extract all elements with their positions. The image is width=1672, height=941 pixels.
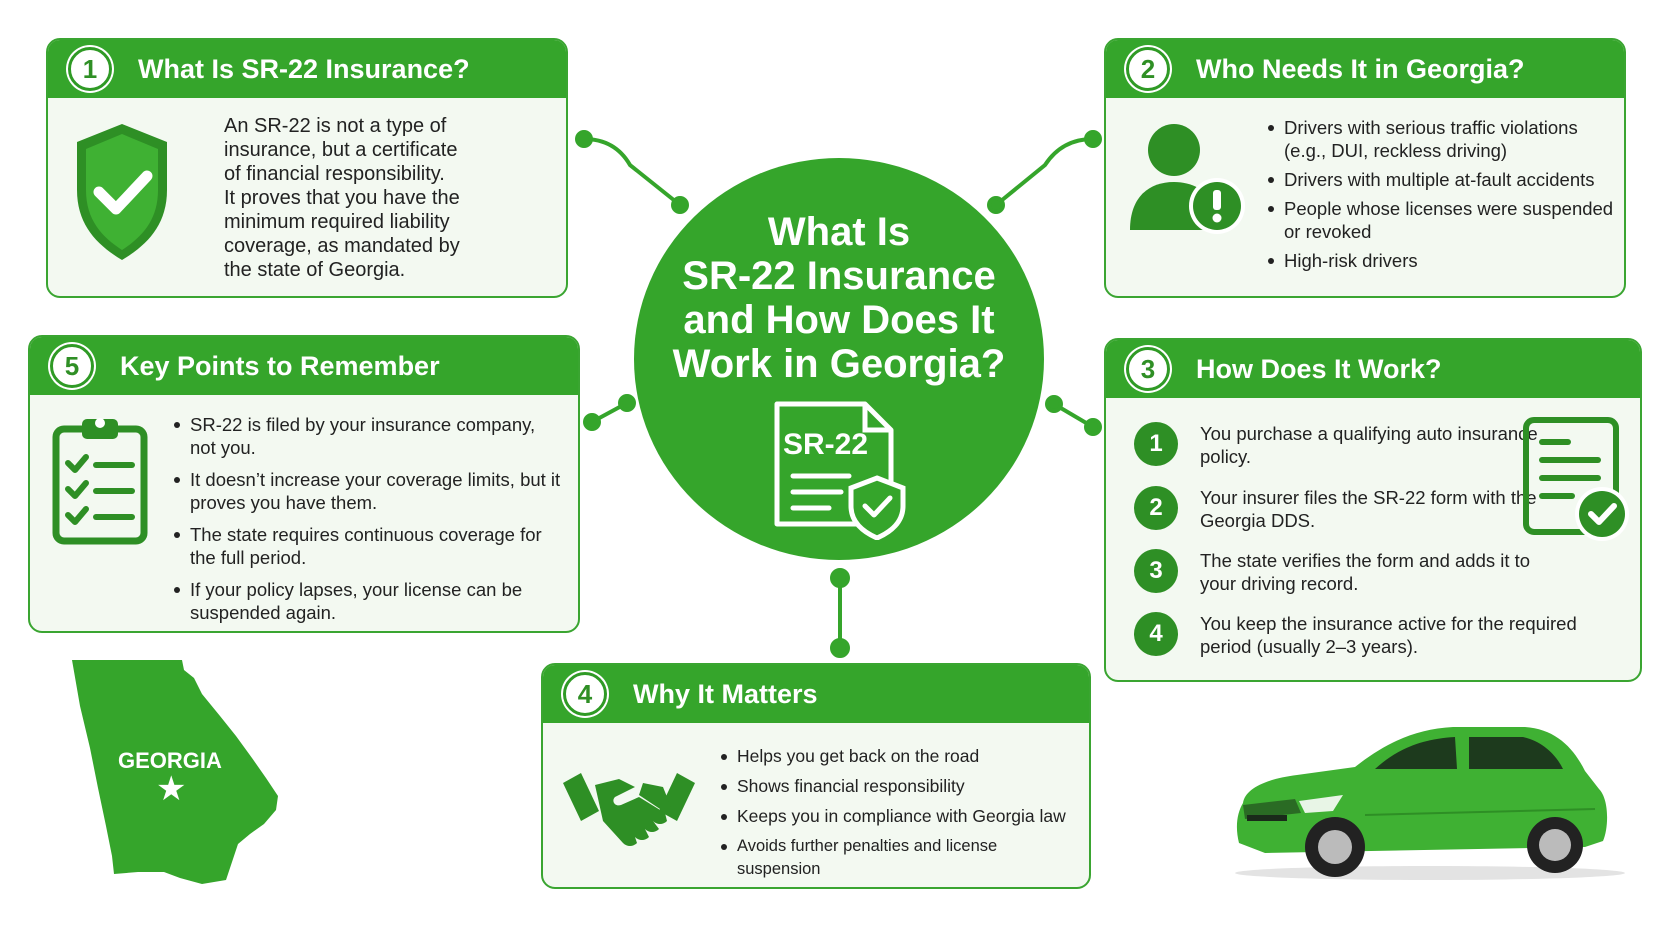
doc-label: SR-22	[783, 428, 869, 461]
list-item: SR-22 is filed by your insurance company…	[172, 413, 562, 459]
step-item: 1 You purchase a qualifying auto insuran…	[1134, 422, 1550, 468]
list-item: High-risk drivers	[1266, 249, 1616, 272]
card-title: Why It Matters	[633, 678, 818, 709]
step-text: Your insurer files the SR-22 form with t…	[1200, 487, 1537, 531]
card-who-needs-it: 2 Who Needs It in Georgia? Drivers with …	[1104, 38, 1626, 298]
step-number: 4	[1134, 612, 1178, 656]
list-item: Drivers with serious traffic violations …	[1266, 116, 1616, 162]
card-title: Who Needs It in Georgia?	[1196, 53, 1525, 84]
center-title: What Is SR-22 Insurance and How Does It …	[672, 210, 1006, 386]
card-what-is-sr22: 1 What Is SR-22 Insurance? An SR-22 is n…	[46, 38, 568, 298]
card-key-points: 5 Key Points to Remember SR-22 is filed …	[28, 335, 580, 633]
map-label: GEORGIA	[118, 748, 222, 773]
step-item: 2 Your insurer files the SR-22 form with…	[1134, 486, 1550, 532]
list-item: Keeps you in compliance with Georgia law	[719, 805, 1079, 828]
list-item: Helps you get back on the road	[719, 745, 1079, 768]
card-how-it-works: 3 How Does It Work? 1 You purchase a qua…	[1104, 338, 1642, 682]
list-item: Avoids further penalties and license sus…	[719, 835, 1079, 881]
clipboard-checklist-icon	[52, 418, 148, 545]
person-alert-icon	[1130, 124, 1245, 234]
card-header: 2 Who Needs It in Georgia?	[1106, 40, 1624, 98]
card2-bullets: Drivers with serious traffic violations …	[1266, 116, 1616, 278]
star-icon: ★	[156, 770, 187, 808]
step-number: 2	[1134, 486, 1178, 530]
step-number: 1	[1134, 422, 1178, 466]
step-item: 3 The state verifies the form and adds i…	[1134, 549, 1550, 595]
card4-bullets: Helps you get back on the road Shows fin…	[719, 745, 1079, 887]
number-badge: 3	[1126, 347, 1170, 391]
card5-bullets: SR-22 is filed by your insurance company…	[172, 413, 562, 631]
number-badge: 4	[563, 672, 607, 716]
step-text: The state verifies the form and adds it …	[1200, 550, 1531, 594]
list-item: People whose licenses were suspended or …	[1266, 197, 1616, 243]
document-shield-icon: SR-22	[769, 400, 909, 540]
georgia-map-icon: GEORGIA ★	[70, 658, 290, 898]
center-title-circle: What Is SR-22 Insurance and How Does It …	[634, 158, 1044, 560]
car-icon	[1235, 727, 1625, 880]
handshake-icon	[563, 773, 695, 846]
list-item: It doesn’t increase your coverage limits…	[172, 468, 562, 514]
card-header: 5 Key Points to Remember	[30, 337, 578, 395]
step-number: 3	[1134, 549, 1178, 593]
list-item: Drivers with multiple at-fault accidents	[1266, 168, 1616, 191]
list-item: The state requires continuous coverage f…	[172, 523, 562, 569]
card-header: 1 What Is SR-22 Insurance?	[48, 40, 566, 98]
list-item: Shows financial responsibility	[719, 775, 1079, 798]
step-text: You purchase a qualifying auto insurance…	[1200, 423, 1538, 467]
number-badge: 2	[1126, 47, 1170, 91]
card-header: 4 Why It Matters	[543, 665, 1089, 723]
number-badge: 5	[50, 344, 94, 388]
card-header: 3 How Does It Work?	[1106, 340, 1640, 398]
number-badge: 1	[68, 47, 112, 91]
step-text: You keep the insurance active for the re…	[1200, 613, 1577, 657]
step-item: 4 You keep the insurance active for the …	[1134, 612, 1580, 658]
card-why-it-matters: 4 Why It Matters Helps you get back on t…	[541, 663, 1091, 889]
form-check-icon	[1523, 417, 1629, 541]
shield-check-icon	[77, 124, 167, 260]
list-item: If your policy lapses, your license can …	[172, 578, 562, 624]
card-title: Key Points to Remember	[120, 350, 440, 381]
card1-text: An SR-22 is not a type of insurance, but…	[224, 115, 460, 281]
card-title: How Does It Work?	[1196, 353, 1442, 384]
card-title: What Is SR-22 Insurance?	[138, 53, 470, 84]
